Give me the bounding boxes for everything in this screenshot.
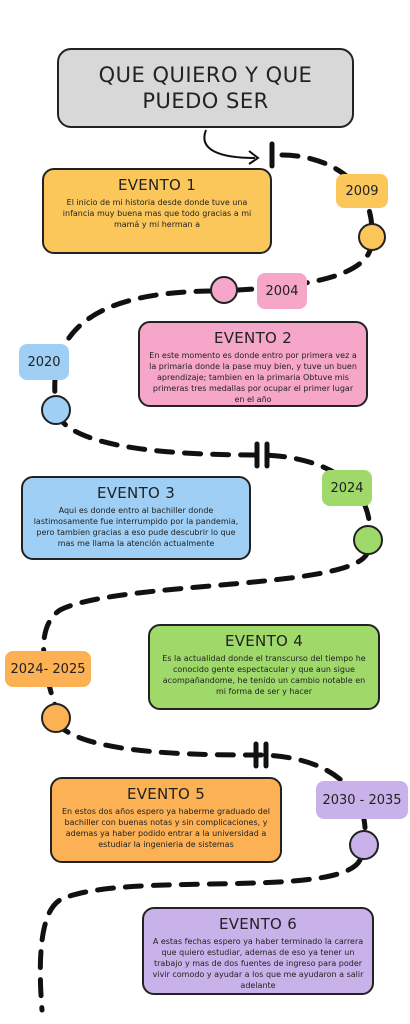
year-text: 2024- 2025 xyxy=(10,661,86,677)
arrow-head xyxy=(248,150,260,165)
year-text: 2009 xyxy=(345,183,379,199)
marker-circle-2004 xyxy=(210,276,238,304)
year-text: 2024 xyxy=(330,480,364,496)
event-title: EVENTO 1 xyxy=(117,176,197,194)
title-box: QUE QUIERO Y QUE PUEDO SER xyxy=(57,48,354,128)
event-text: En estos dos años espero ya haberme grad… xyxy=(61,807,271,849)
event-box-3: EVENTO 3 Aqui es donde entro al bachille… xyxy=(21,476,251,560)
event-title: EVENTO 6 xyxy=(218,915,298,933)
event-text: En este momento es donde entro por prime… xyxy=(149,351,357,404)
event-text: A estas fechas espero ya haber terminado… xyxy=(152,937,364,990)
marker-circle-2030-2035 xyxy=(349,830,379,860)
event-box-2: EVENTO 2 En este momento es donde entro … xyxy=(138,321,368,407)
event-title: EVENTO 4 xyxy=(224,632,304,650)
year-text: 2030 - 2035 xyxy=(322,792,402,808)
year-label-2020: 2020 xyxy=(19,344,69,380)
path-segment-top xyxy=(279,152,375,235)
year-text: 2004 xyxy=(265,283,299,299)
event-box-5: EVENTO 5 En estos dos años espero ya hab… xyxy=(50,777,282,863)
year-label-2030-2035: 2030 - 2035 xyxy=(316,781,408,819)
year-label-2024-2025: 2024- 2025 xyxy=(5,651,91,687)
event-box-6: EVENTO 6 A estas fechas espero ya haber … xyxy=(142,907,374,995)
event-box-4: EVENTO 4 Es la actualidad donde el trans… xyxy=(148,624,380,710)
marker-circle-2009 xyxy=(358,223,386,251)
year-label-2009: 2009 xyxy=(336,174,388,208)
event-box-1: EVENTO 1 El inicio de mi historia desde … xyxy=(42,168,272,254)
year-label-2004: 2004 xyxy=(257,273,307,309)
path-segment-6 xyxy=(37,857,363,1013)
event-title: EVENTO 2 xyxy=(213,329,293,347)
event-text: Aqui es donde entro al bachiller donde l… xyxy=(33,506,239,548)
marker-circle-2024 xyxy=(353,525,383,555)
event-text: El inicio de mi historia desde donde tuv… xyxy=(62,198,252,229)
path-segment-2 xyxy=(52,288,215,398)
event-title: EVENTO 3 xyxy=(96,484,176,502)
event-title: EVENTO 5 xyxy=(126,785,206,803)
marker-circle-2020 xyxy=(41,395,71,425)
marker-circle-2024-2025 xyxy=(41,703,71,733)
page-title: QUE QUIERO Y QUE PUEDO SER xyxy=(98,63,313,113)
year-label-2024: 2024 xyxy=(322,470,372,506)
arrow-line xyxy=(203,129,256,159)
year-text: 2020 xyxy=(27,354,61,370)
event-text: Es la actualidad donde el transcurso del… xyxy=(162,654,366,696)
